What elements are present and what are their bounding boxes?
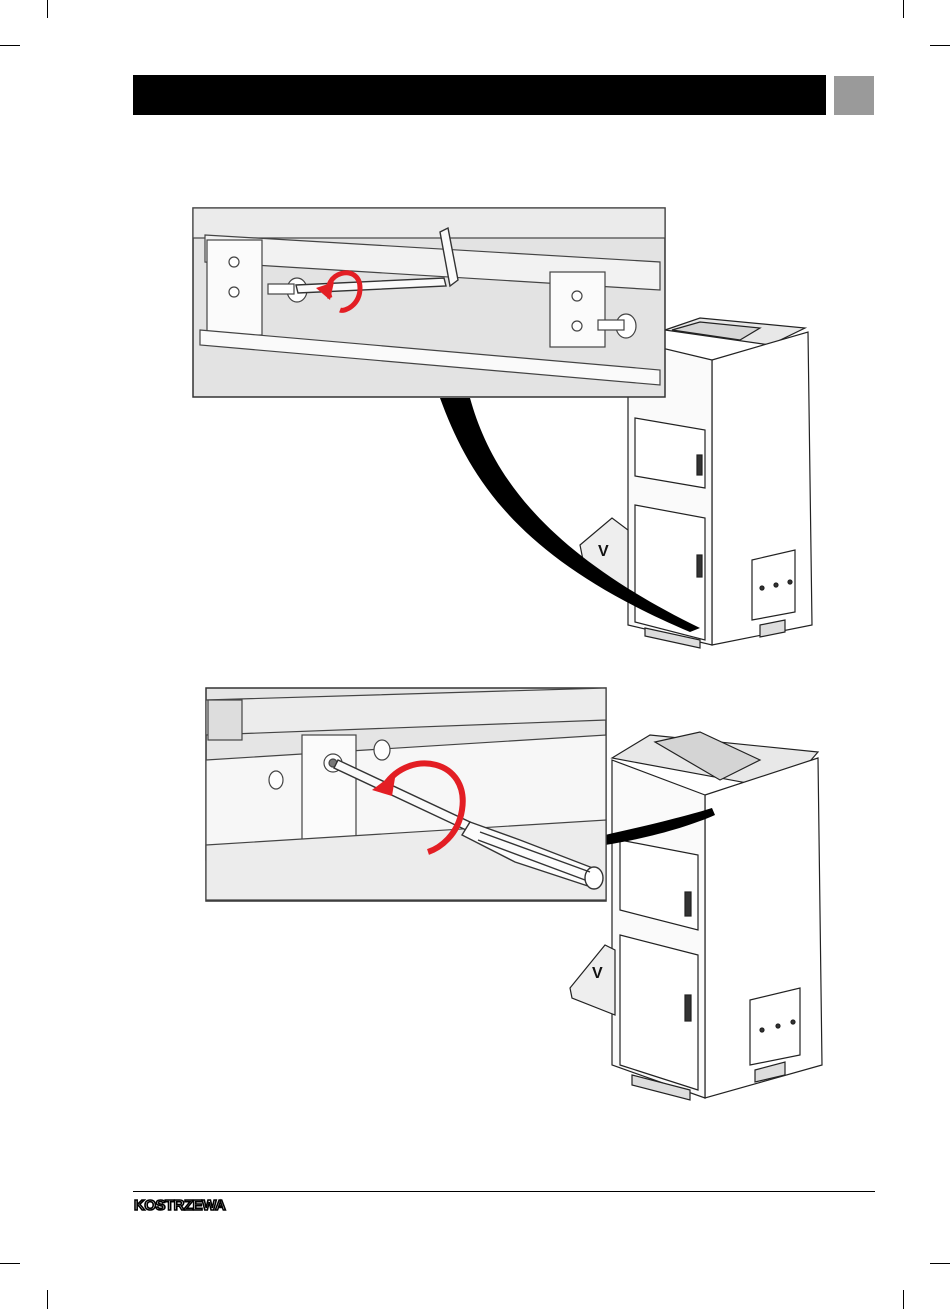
svg-text:V: V <box>592 965 603 982</box>
kostrzewa-logo: KOSTRZEWA <box>133 1196 258 1214</box>
svg-text:KOSTRZEWA: KOSTRZEWA <box>134 1197 226 1214</box>
footer-rule <box>133 1191 875 1192</box>
svg-text:V: V <box>598 543 609 560</box>
figure-screwdriver-bolt <box>206 688 606 901</box>
boiler-2: V <box>570 732 822 1100</box>
figure-allen-key-bolt <box>193 208 665 397</box>
